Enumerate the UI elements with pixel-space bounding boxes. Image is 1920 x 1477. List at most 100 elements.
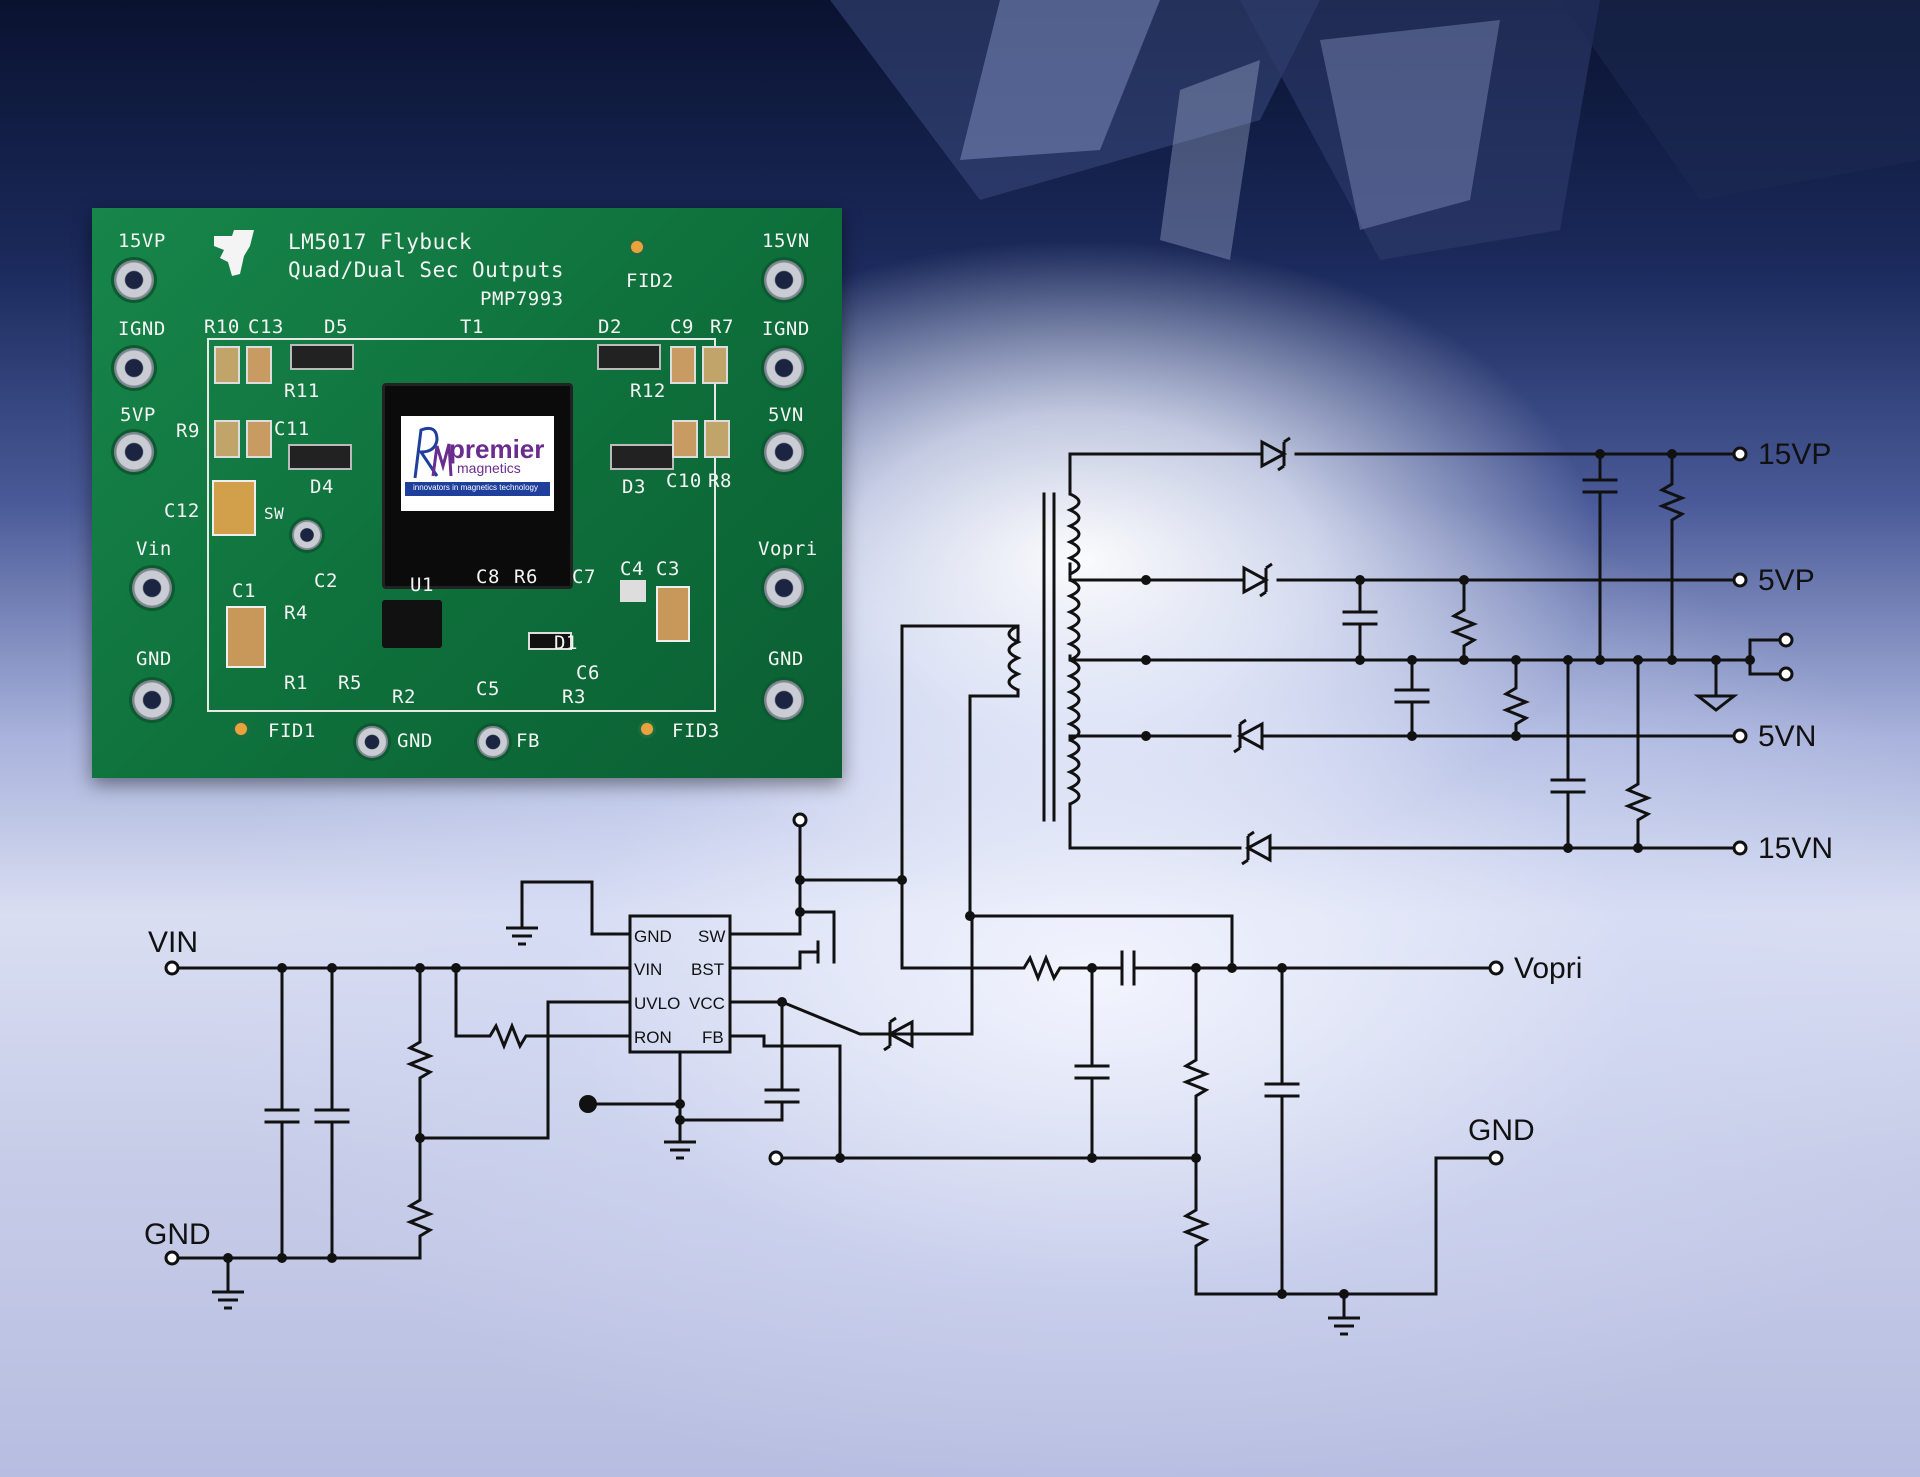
ref-c7: C7 — [572, 566, 596, 588]
ref-c4: C4 — [620, 558, 644, 580]
ref-t1: T1 — [460, 316, 484, 338]
terminal-label-15vn: 15VN — [1758, 832, 1833, 865]
fiducial-label-fid2: FID2 — [626, 270, 674, 292]
board-title-line2: Quad/Dual Sec Outputs — [288, 258, 565, 282]
comp-c1 — [226, 606, 266, 668]
pad-label-ignd-left: IGND — [118, 318, 166, 340]
comp-r9 — [214, 420, 240, 458]
diode-5vp — [1242, 562, 1273, 598]
ref-c1: C1 — [232, 580, 256, 602]
comp-r7 — [702, 346, 728, 384]
comp-c3 — [656, 586, 690, 642]
ic-pin-fb: FB — [702, 1028, 724, 1047]
pad-label-15vn: 15VN — [762, 230, 810, 252]
pad-label-gnd-left: GND — [136, 648, 172, 670]
ref-d1: D1 — [554, 632, 578, 654]
logo-brand-text: premier — [449, 434, 545, 464]
component-outline — [207, 338, 716, 712]
comp-r8 — [704, 420, 730, 458]
ic-pin-sw: SW — [698, 927, 725, 946]
ic-pin-vin: VIN — [634, 960, 662, 979]
terminal-label-vin: VIN — [148, 926, 198, 959]
pad-label-sw: SW — [264, 504, 285, 523]
comp-c10 — [672, 420, 698, 458]
fiducial-label-fid1: FID1 — [268, 720, 316, 742]
ref-c2: C2 — [314, 570, 338, 592]
diode-vcc — [883, 1016, 914, 1052]
terminal-label-5vp: 5VP — [1758, 564, 1815, 597]
pad-label-vopri: Vopri — [758, 538, 818, 560]
pad-label-fb-bottom: FB — [516, 730, 540, 752]
pad-5vp — [114, 432, 154, 472]
ref-u1: U1 — [410, 574, 434, 596]
fiducial-fid2 — [628, 238, 646, 256]
ic-u1 — [382, 600, 442, 648]
ref-r11: R11 — [284, 380, 320, 402]
pad-label-gnd-bottom: GND — [397, 730, 433, 752]
pad-5vn — [764, 432, 804, 472]
comp-r10 — [214, 346, 240, 384]
ref-r7: R7 — [710, 316, 734, 338]
ref-r12: R12 — [630, 380, 666, 402]
board-part-number: PMP7993 — [480, 288, 564, 310]
comp-d3 — [610, 444, 674, 470]
pad-label-ignd-right: IGND — [762, 318, 810, 340]
ref-r6: R6 — [514, 566, 538, 588]
ref-c9: C9 — [670, 316, 694, 338]
ground-input-icon — [212, 1290, 244, 1310]
logo-tagline-bar — [405, 482, 550, 496]
pad-gnd-bottom — [356, 726, 388, 758]
logo-tagline: innovators in magnetics technology — [413, 483, 538, 492]
terminal-label-15vp: 15VP — [1758, 438, 1831, 471]
ti-logo-icon — [214, 230, 254, 276]
comp-d4 — [288, 444, 352, 470]
pad-ignd-left — [114, 348, 154, 388]
ref-r2: R2 — [392, 686, 416, 708]
logo-sub-text: magnetics — [457, 460, 521, 476]
comp-c12 — [212, 480, 256, 536]
ref-c13: C13 — [248, 316, 284, 338]
ref-c3: C3 — [656, 558, 680, 580]
terminal-label-5vn: 5VN — [1758, 720, 1816, 753]
terminal-label-vopri: Vopri — [1514, 952, 1582, 985]
pad-15vn — [764, 260, 804, 300]
ref-c5: C5 — [476, 678, 500, 700]
pad-label-5vp: 5VP — [120, 404, 156, 426]
diode-15vp — [1260, 436, 1291, 472]
ref-c6: C6 — [576, 662, 600, 684]
board-title-line1: LM5017 Flybuck — [288, 230, 473, 254]
fiducial-fid3 — [638, 720, 656, 738]
ref-d5: D5 — [324, 316, 348, 338]
ground-ic-icon — [664, 1140, 696, 1160]
ref-c10: C10 — [666, 470, 702, 492]
ref-r1: R1 — [284, 672, 308, 694]
pad-label-vin: Vin — [136, 538, 172, 560]
pad-ignd-right — [764, 348, 804, 388]
crystal-backdrop — [830, 0, 1920, 260]
diode-15vn — [1241, 830, 1272, 866]
ref-c8: C8 — [476, 566, 500, 588]
pad-gnd-left — [132, 680, 172, 720]
pad-label-15vp: 15VP — [118, 230, 166, 252]
comp-c13 — [246, 346, 272, 384]
ref-d2: D2 — [598, 316, 622, 338]
ref-c11: C11 — [274, 418, 310, 440]
premier-magnetics-logo: premier magnetics innovators in magnetic… — [401, 416, 554, 511]
pad-label-5vn: 5VN — [768, 404, 804, 426]
terminal-label-gnd-output: GND — [1468, 1114, 1535, 1147]
pad-vopri — [764, 568, 804, 608]
ref-d3: D3 — [622, 476, 646, 498]
ref-r9: R9 — [176, 420, 200, 442]
rm-monogram-icon — [413, 426, 453, 479]
ref-c12: C12 — [164, 500, 200, 522]
ref-d4: D4 — [310, 476, 334, 498]
ic-pin-bst: BST — [691, 960, 724, 979]
pad-label-gnd-right: GND — [768, 648, 804, 670]
fiducial-label-fid3: FID3 — [672, 720, 720, 742]
ic-pin-vcc: VCC — [689, 994, 725, 1013]
transformer-t1: premier magnetics innovators in magnetic… — [382, 383, 573, 589]
ic-pin-ron: RON — [634, 1028, 672, 1047]
comp-c11 — [246, 420, 272, 458]
ref-r10: R10 — [204, 316, 240, 338]
comp-c4 — [620, 580, 646, 602]
